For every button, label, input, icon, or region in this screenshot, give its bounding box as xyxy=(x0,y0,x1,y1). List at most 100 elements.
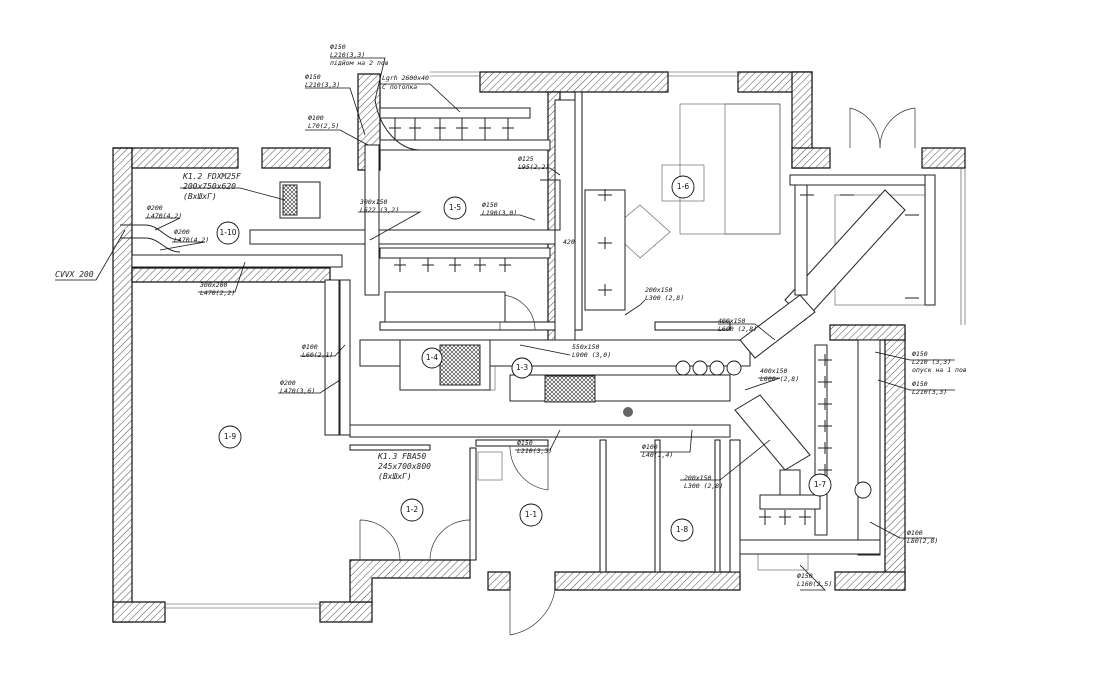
armchair-1-6 xyxy=(609,204,671,259)
room-marker-1-4: 1-4 xyxy=(421,347,443,369)
leader-grille-top xyxy=(380,83,461,113)
drain-point xyxy=(623,407,633,417)
partition-1-6-left xyxy=(574,91,583,331)
label-right-100-1: Ф100 xyxy=(907,529,923,537)
room-label-1-4: 1-4 xyxy=(426,353,438,362)
window-right xyxy=(960,168,966,325)
supply-valves-kitchen xyxy=(800,194,919,299)
wall-1-7-top xyxy=(829,324,906,341)
label-400x150a-2: L600 (2,8) xyxy=(718,325,757,333)
leader-top-a xyxy=(330,57,386,101)
label-200x150b-1: 200х150 xyxy=(684,474,711,482)
duct-kitchen-horz xyxy=(789,174,931,186)
partition-1-1-top xyxy=(475,439,549,447)
leader-550x150 xyxy=(519,344,571,356)
valve-top-6 xyxy=(502,118,514,140)
duct-300x150-vert xyxy=(364,144,380,296)
label-125-1: Ф125 xyxy=(518,155,534,163)
leader-k12 xyxy=(180,187,286,201)
label-200a-1: Ф200 xyxy=(147,204,163,212)
leader-lines xyxy=(55,57,955,591)
leader-150-mid xyxy=(480,214,536,221)
label-100-left-2: L60(2,1) xyxy=(302,351,333,359)
label-top-b-2: L210(3,3) xyxy=(305,81,340,89)
label-right-b-2: L210(3,3) xyxy=(912,388,947,396)
door-1-2-left xyxy=(359,519,401,561)
valve-17-1 xyxy=(818,354,832,366)
label-right-a-1: Ф150 xyxy=(912,350,928,358)
duct-vertical-left-a xyxy=(324,279,340,436)
valve-top-5 xyxy=(479,118,491,140)
partition-1-1-1-8 xyxy=(599,439,607,573)
label-300x200-2: L470(2,2) xyxy=(200,289,235,297)
valve-mid-5 xyxy=(499,258,511,272)
label-bottom-150-2: L160(2,5) xyxy=(797,580,832,588)
valve-top-1 xyxy=(389,118,401,140)
leader-100-mid xyxy=(640,429,693,453)
label-300x150-2: L622 (3,2) xyxy=(360,206,399,214)
room-label-1-3: 1-3 xyxy=(516,363,528,372)
label-150-mid-1: Ф150 xyxy=(482,201,498,209)
supply-valves-1-6 xyxy=(598,189,612,296)
partition-1-6-bottom xyxy=(654,321,731,331)
wall-bottom-left-b xyxy=(319,601,373,623)
label-125-2: L95(2,2) xyxy=(518,163,549,171)
label-right-a-3: опуск на 1 пов xyxy=(912,366,967,374)
label-bottom-150-1: Ф150 xyxy=(797,572,813,580)
leader-right-b xyxy=(877,379,955,391)
label-150-mid-2: L190(3,0) xyxy=(482,209,517,217)
leader-bottom-150 xyxy=(799,564,826,591)
duct-top-row xyxy=(379,139,551,151)
label-grille-top-1: Lgrh 2600х40 xyxy=(382,74,429,82)
room-label-1-8: 1-8 xyxy=(676,525,688,534)
partition-1-8-right xyxy=(654,439,661,573)
annotations: Ф150 L210(3,3) підйом на 2 пов Ф150 L210… xyxy=(55,43,967,588)
unit-k1-2-grille xyxy=(282,184,298,216)
leader-cvvx xyxy=(55,229,126,281)
room-markers: 1-10 1-9 1-5 1-6 1-4 1-3 1-2 1-1 xyxy=(216,175,832,542)
label-200b-2: L470(4,2) xyxy=(174,236,209,244)
label-100-mid-2: L40(1,4) xyxy=(642,451,673,459)
leader-top-c xyxy=(305,129,369,146)
label-grille-top-2: С потолка xyxy=(382,83,417,91)
grille-bar-top xyxy=(379,107,531,119)
unit-k1-3-grille xyxy=(439,344,481,386)
leader-200b xyxy=(159,241,206,251)
duct-bottom-1-7 xyxy=(739,539,881,555)
leader-400x150b xyxy=(744,377,781,391)
valve-17-2 xyxy=(818,376,832,388)
label-200-left-2: L470(3,6) xyxy=(280,387,315,395)
duct-1-7-head xyxy=(759,494,821,510)
label-top-b-1: Ф150 xyxy=(305,73,321,81)
leader-top-b xyxy=(305,87,366,136)
window-top xyxy=(430,71,738,77)
table-1-6 xyxy=(661,164,705,202)
label-top-a-1: Ф150 xyxy=(330,43,346,51)
label-200x150b-2: L300 (2,8) xyxy=(684,482,723,490)
label-400x150b-1: 400х150 xyxy=(760,367,787,375)
partition-1-7-left xyxy=(729,439,741,573)
room-marker-1-5: 1-5 xyxy=(443,196,467,220)
duct-return-row xyxy=(349,424,731,438)
valve-16-2 xyxy=(598,237,612,249)
doors xyxy=(359,107,916,636)
diffuser-1 xyxy=(675,360,691,376)
door-terrace-right xyxy=(879,107,916,149)
label-k13-1: К1.3 FBA50 xyxy=(377,452,426,461)
door-1-1-inner xyxy=(509,445,549,491)
leader-300x200 xyxy=(198,261,246,293)
label-top-a-2: L210(3,3) xyxy=(330,51,365,59)
leader-200x150a xyxy=(624,299,646,316)
label-right-a-2: L210 (3,3) xyxy=(912,358,951,366)
label-top-a-3: підйом на 2 пов xyxy=(330,59,389,67)
wall-right-outer-top xyxy=(921,147,966,169)
door-terrace-left xyxy=(849,107,881,149)
room-label-1-10: 1-10 xyxy=(219,228,236,237)
label-dim-420: 420 xyxy=(563,238,575,246)
sink-1-1 xyxy=(477,451,503,481)
label-200x150a-1: 200х150 xyxy=(645,286,672,294)
pipe-200-left-b xyxy=(120,237,181,253)
duct-diagonal-1-7 xyxy=(734,394,811,471)
room-marker-1-1: 1-1 xyxy=(519,503,543,527)
duct-300x200-left xyxy=(131,254,343,268)
